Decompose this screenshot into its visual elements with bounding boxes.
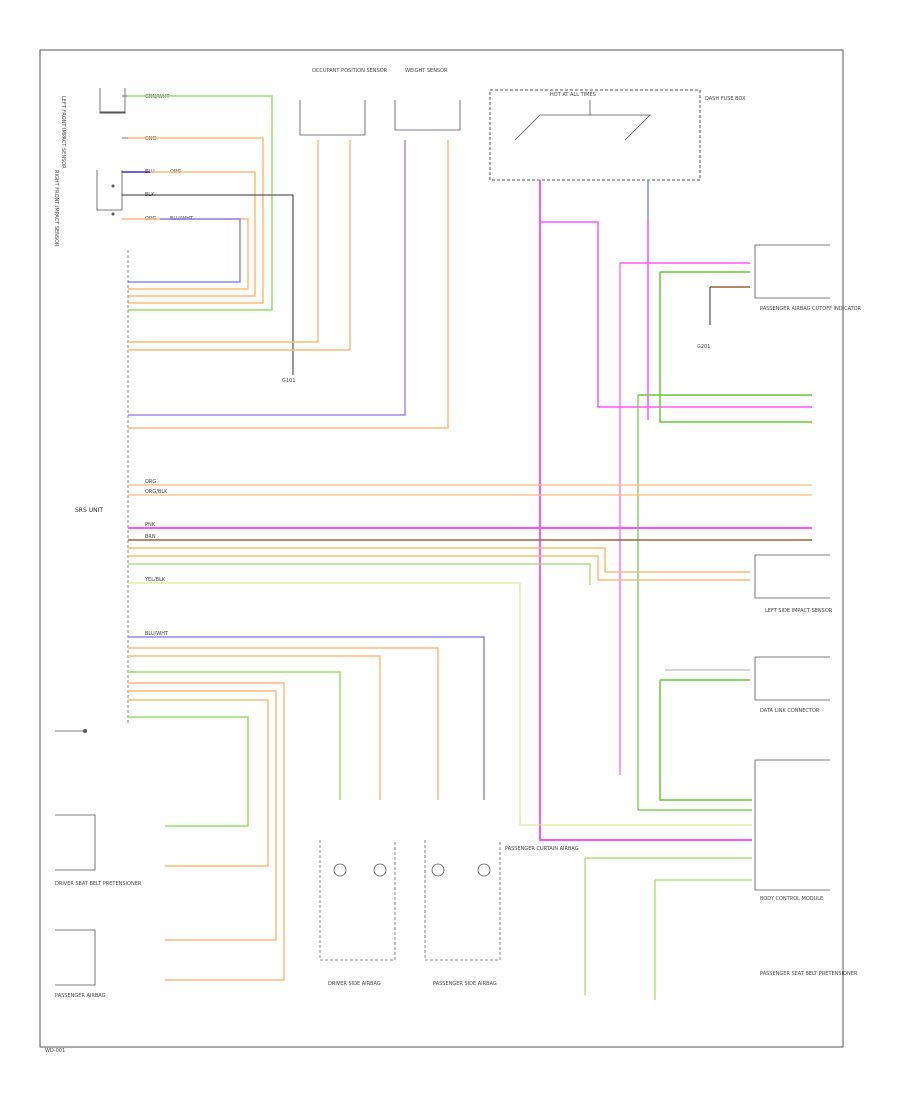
srs-unit-label: SRS UNIT [75,507,103,514]
wire-purple-weight [128,140,406,416]
dash-fuse-box: HOT AT ALL TIMES DASH FUSE BOX [489,89,746,181]
wire-green-bcm-1 [584,857,752,995]
wire-green-dlc [659,680,752,801]
wire-orange-pret-2 [128,690,277,941]
ground-right-label: G201 [697,344,710,350]
wire-label-org-top: ORG [145,136,156,142]
wire-orange-occupant-2 [128,140,351,351]
bcm: BODY CONTROL MODULE [754,759,830,902]
wire-orange-occupant [128,140,319,343]
curtain-airbag-label: PASSENGER CURTAIN AIRBAG [505,846,579,852]
right-front-impact-sensor: RIGHT FRONT IMPACT SENSOR [53,170,123,247]
occupant-sensor-label: OCCUPANT POSITION SENSOR [312,68,388,74]
weight-sensor-label: WEIGHT SENSOR [405,68,448,74]
bcm-label: BODY CONTROL MODULE [760,896,823,902]
squib-2 [373,863,387,877]
wire-green-vertical [637,395,752,811]
squib-1 [333,863,347,877]
data-link-connector: DATA LINK CONNECTOR [754,656,830,714]
wire-label-blu-airbag: BLU/WHT [145,631,169,637]
wire-green-airbag [128,671,341,800]
passenger-airbag-label: PASSENGER AIRBAG [55,993,106,999]
wire-green-right-1 [659,272,812,423]
passenger-airbag-cutoff-box: PASSENGER AIRBAG CUTOFF INDICATOR [754,244,862,312]
passenger-airbag-cutoff-label: PASSENGER AIRBAG CUTOFF INDICATOR [760,306,862,312]
wire-orange-airbag-1 [128,647,439,800]
wire-blue-loop [128,218,241,283]
wire-orange-3 [122,218,249,290]
seat-belt-pretensioner-driver-label: DRIVER SEAT BELT PRETENSIONER [55,881,142,887]
wire-label-yel: YEL/BLK [144,577,166,583]
wire-black-ground [122,194,294,365]
wire-label-brn-long: BRN [145,534,156,540]
wire-green-top [128,95,273,311]
wire-orange-pret-3 [128,699,269,867]
occupant-sensor: OCCUPANT POSITION SENSOR [299,68,388,136]
weight-sensor: WEIGHT SENSOR [394,68,461,131]
airbag-squibs: DRIVER SIDE AIRBAG PASSENGER SIDE AIRBAG… [319,840,579,987]
wire-label-org-long: ORG [145,479,156,485]
hot-at-all-times-label: HOT AT ALL TIMES [550,92,596,98]
wire-label-pnk-long: PNK [145,522,156,528]
wire-pink-2 [540,221,812,408]
seat-belt-pretensioner-passenger-label: PASSENGER SEAT BELT PRETENSIONER [760,971,858,977]
wire-orange-pret-1 [128,682,285,981]
wire-yellow [128,582,752,826]
left-front-impact-sensor-label: LEFT FRONT IMPACT SENSOR [60,96,66,169]
squib-3 [431,863,445,877]
footer-code: WD-001 [45,1048,65,1054]
driver-side-airbag-label: DRIVER SIDE AIRBAG [328,981,381,987]
wire-green-bcm-2 [654,879,752,1000]
passenger-side-airbag-label: PASSENGER SIDE AIRBAG [433,981,497,987]
wire-label-org-blk-long: ORG/BLK [145,489,168,495]
dash-fuse-box-label: DASH FUSE BOX [705,96,746,102]
wire-orange-airbag-2 [128,655,381,800]
ground-left-label: G101 [282,378,295,384]
seat-belt-pretensioner-driver: DRIVER SEAT BELT PRETENSIONER [55,814,142,887]
wire-pink-main [539,180,752,841]
right-front-impact-sensor-label: RIGHT FRONT IMPACT SENSOR [53,170,59,247]
ground-left: G101 [282,365,295,384]
srs-ground-marker [55,729,87,733]
wire-green-side [128,563,591,585]
left-side-impact-sensor: LEFT SIDE IMPACT SENSOR [754,554,833,614]
left-side-impact-sensor-label: LEFT SIDE IMPACT SENSOR [765,608,833,614]
srs-unit-connector: SRS UNIT [75,250,129,725]
diagram-border [39,49,844,1048]
wire-orange-side-1 [128,547,750,573]
passenger-airbag-lower: PASSENGER AIRBAG [55,929,106,999]
data-link-connector-label: DATA LINK CONNECTOR [760,708,820,714]
wire-label-grn-top: GRN/WHT [145,94,170,100]
wire-orange-2 [128,171,256,297]
wire-blue-airbag [128,636,485,800]
wire-orange-side-2 [128,555,750,581]
wire-green-pret [128,716,249,827]
wire-orange-weight [128,140,449,429]
wire-orange-top [128,137,264,304]
left-front-impact-sensor: LEFT FRONT IMPACT SENSOR [60,88,128,169]
squib-4 [477,863,491,877]
